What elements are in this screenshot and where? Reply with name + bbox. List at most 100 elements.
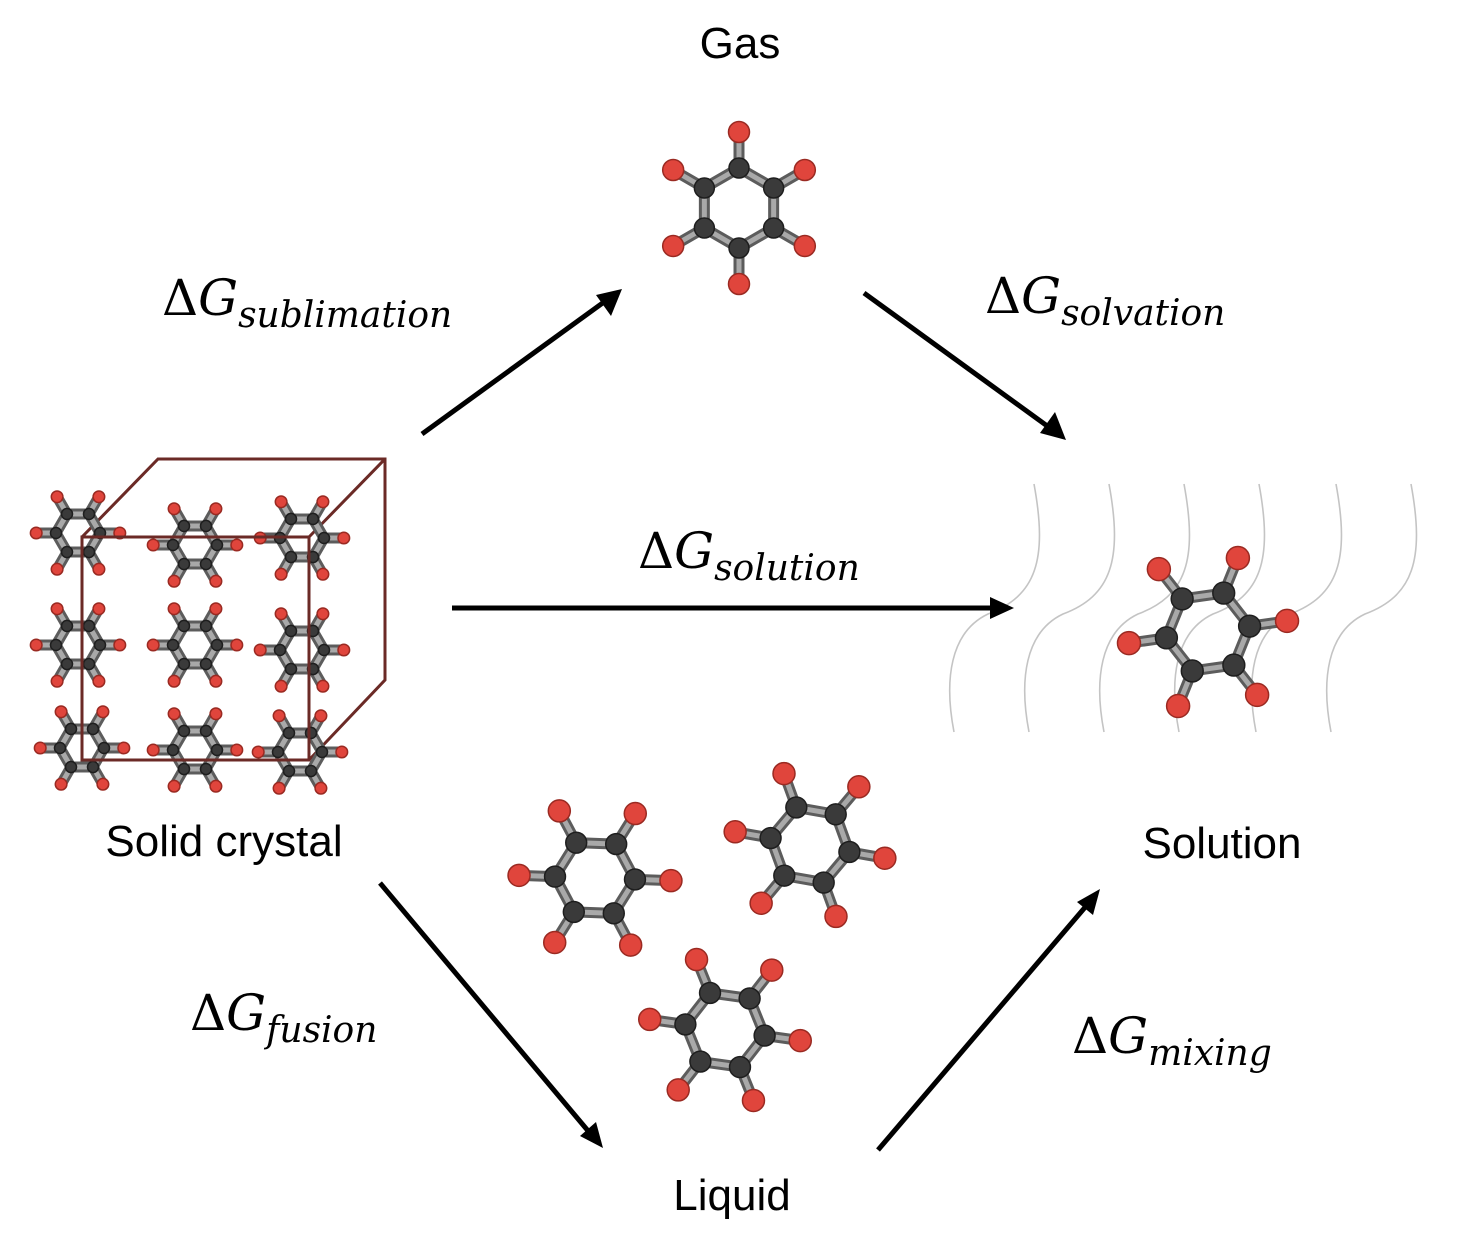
carbon-atom <box>86 722 100 736</box>
carbon-atom <box>210 538 224 552</box>
carbon-atom <box>838 840 861 864</box>
oxygen-atom <box>1165 693 1191 719</box>
oxygen-atom <box>1116 630 1142 656</box>
oxygen-atom <box>507 863 531 888</box>
oxygen-atom <box>209 779 223 793</box>
oxygen-atom <box>772 761 796 786</box>
oxygen-atom <box>113 638 127 652</box>
oxygen-atom <box>29 526 43 540</box>
oxygen-atom <box>209 602 223 616</box>
oxygen-atom <box>274 495 288 509</box>
oxygen-atom <box>146 538 160 552</box>
carbon-atom <box>60 657 74 671</box>
carbon-atom <box>812 871 835 894</box>
molecule <box>29 602 127 688</box>
molecule <box>33 705 131 791</box>
molecule <box>1116 545 1300 719</box>
oxygen-atom <box>727 120 751 144</box>
carbon-atom <box>177 762 191 776</box>
molecules <box>29 120 1300 1113</box>
oxygen-atom <box>50 674 64 688</box>
carbon-atom <box>315 745 329 759</box>
carbon-atom <box>49 638 63 652</box>
molecule <box>146 602 244 688</box>
carbon-atom <box>97 741 111 755</box>
oxygen-atom <box>146 638 160 652</box>
carbon-atom <box>759 826 782 850</box>
molecule <box>251 709 349 795</box>
oxygen-atom <box>96 705 110 719</box>
carbon-atom <box>284 662 298 676</box>
carbon-atom <box>271 745 285 759</box>
oxygen-atom <box>623 801 648 826</box>
arrow-solvation <box>862 290 1066 440</box>
delta-symbol: Δ <box>985 267 1021 325</box>
delta-symbol: Δ <box>1072 1007 1108 1065</box>
oxygen-atom <box>167 602 181 616</box>
dg-solution-label: ΔGsolution <box>638 522 860 589</box>
carbon-atom <box>762 217 785 239</box>
oxygen-atom <box>50 490 64 504</box>
oxygen-atom <box>793 158 817 182</box>
oxygen-atom <box>1225 545 1251 571</box>
carbon-atom <box>1154 626 1179 650</box>
oxygen-atom <box>29 638 43 652</box>
carbon-atom <box>177 724 191 738</box>
oxygen-atom <box>274 567 288 581</box>
oxygen-atom <box>253 643 267 657</box>
oxygen-atom <box>92 490 106 504</box>
carbon-atom <box>562 900 586 924</box>
carbon-atom <box>1222 653 1246 677</box>
carbon-atom <box>1180 659 1204 683</box>
oxygen-atom <box>1274 608 1300 634</box>
carbon-atom <box>199 657 213 671</box>
oxygen-atom <box>316 495 330 509</box>
molecule <box>146 502 244 588</box>
solvent-line <box>948 483 1041 733</box>
carbon-atom <box>602 902 625 925</box>
carbon-atom <box>543 865 567 888</box>
solvent-line <box>1173 483 1266 733</box>
oxygen-atom <box>824 904 848 929</box>
oxygen-atom <box>54 777 68 791</box>
carbon-atom <box>199 619 213 633</box>
oxygen-atom <box>873 846 897 870</box>
carbon-atom <box>304 764 318 778</box>
molecule <box>146 707 244 793</box>
oxygen-atom <box>50 602 64 616</box>
carbon-atom <box>177 519 191 533</box>
carbon-atom <box>317 643 331 657</box>
carbon-atom <box>60 545 74 559</box>
oxygen-atom <box>666 1078 690 1102</box>
delta-symbol: Δ <box>638 522 674 580</box>
subscript-sublimation: sublimation <box>238 295 452 336</box>
g-symbol: G <box>1021 267 1061 325</box>
carbon-atom <box>282 764 296 778</box>
carbon-atom <box>64 760 78 774</box>
dg-solvation-label: ΔGsolvation <box>985 267 1225 334</box>
carbon-atom <box>762 177 785 199</box>
carbon-atom <box>623 868 647 891</box>
carbon-atom <box>1212 581 1236 605</box>
carbon-atom <box>693 217 716 239</box>
carbon-atom <box>177 657 191 671</box>
oxygen-atom <box>723 820 747 844</box>
oxygen-atom <box>272 781 286 795</box>
oxygen-atom <box>274 607 288 621</box>
carbon-atom <box>674 1013 697 1036</box>
oxygen-atom <box>33 741 47 755</box>
oxygen-atom <box>251 745 265 759</box>
oxygen-atom <box>1244 682 1270 708</box>
oxygen-atom <box>316 567 330 581</box>
molecule <box>253 607 351 693</box>
oxygen-atom <box>54 705 68 719</box>
carbon-atom <box>82 657 96 671</box>
carbon-atom <box>753 1024 776 1047</box>
gas-label: Gas <box>700 19 781 68</box>
g-symbol: G <box>226 984 266 1042</box>
carbon-atom <box>177 557 191 571</box>
carbon-atom <box>824 803 847 826</box>
oxygen-atom <box>618 933 643 957</box>
oxygen-atom <box>749 891 773 915</box>
